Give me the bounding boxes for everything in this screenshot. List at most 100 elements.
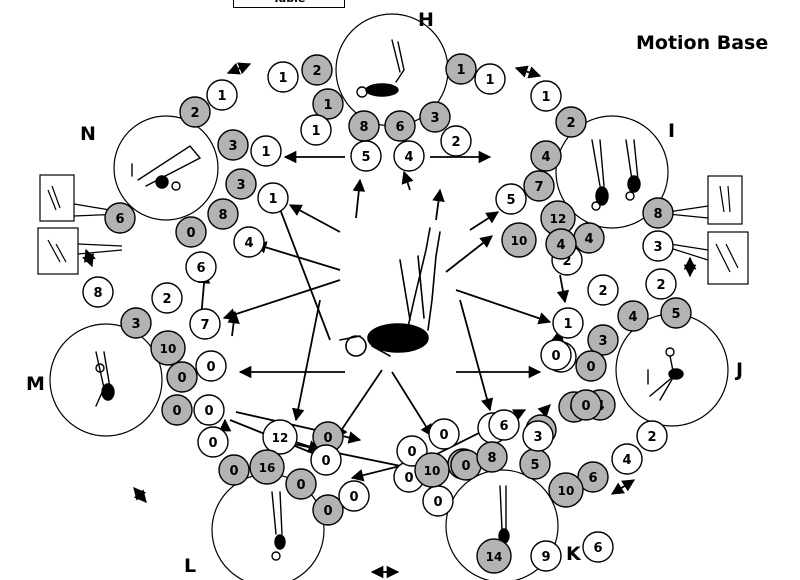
number-node-value: 1 <box>268 192 277 207</box>
number-node-circle <box>179 96 211 128</box>
number-node-circle <box>338 480 370 512</box>
pose-figure-n <box>131 145 202 191</box>
number-node-circle <box>522 420 554 452</box>
number-node: 0 <box>197 426 229 458</box>
number-node-circle <box>419 101 451 133</box>
number-node-value: 8 <box>653 207 662 222</box>
number-node: 4 <box>573 222 605 254</box>
number-node: 0 <box>422 485 454 517</box>
number-node: 6 <box>582 531 614 563</box>
number-node-value: 1 <box>563 317 572 332</box>
number-node: 8 <box>348 110 380 142</box>
number-node-circle <box>104 202 136 234</box>
number-node: 5 <box>495 183 527 215</box>
number-node-value: 1 <box>485 73 494 88</box>
number-node-circle <box>217 129 249 161</box>
pose-figure-h <box>356 39 405 98</box>
number-node: 1 <box>530 80 562 112</box>
number-node: 4 <box>393 140 425 172</box>
number-node: 6 <box>384 110 416 142</box>
number-node-circle <box>645 268 677 300</box>
number-node-circle <box>393 140 425 172</box>
transition-arrow <box>469 211 500 231</box>
number-node-circle <box>120 307 152 339</box>
number-node-value: 1 <box>261 145 270 160</box>
pose-label-h: H <box>418 9 434 31</box>
number-node: 0 <box>338 480 370 512</box>
number-node-circle <box>300 114 332 146</box>
number-node-value: 1 <box>541 90 550 105</box>
number-node: 0 <box>175 216 207 248</box>
transition-arrow <box>537 404 551 418</box>
number-node-circle <box>617 300 649 332</box>
pose-label-k: K <box>566 543 582 565</box>
number-node: 2 <box>636 420 668 452</box>
number-nodes: 1211124712483254300042461069140000080621… <box>82 53 692 574</box>
pose-labels: H I J K L M N <box>26 9 743 577</box>
number-node-value: 3 <box>430 111 439 126</box>
number-node: 5 <box>519 448 551 480</box>
number-node: 4 <box>233 226 265 258</box>
number-node-circle <box>310 444 342 476</box>
number-node-circle <box>523 170 555 202</box>
number-node: 3 <box>522 420 554 452</box>
number-node: 1 <box>445 53 477 85</box>
number-node: 1 <box>552 307 584 339</box>
number-node: 7 <box>189 308 221 340</box>
pose-circle-i <box>555 115 669 229</box>
pose-circle-m <box>49 323 163 437</box>
pose-label-i: I <box>668 120 675 142</box>
number-node-value: 0 <box>581 399 590 414</box>
number-node: 1 <box>206 79 238 111</box>
number-node-value: 0 <box>323 431 332 446</box>
transition-arrow <box>352 178 366 219</box>
number-node: 4 <box>545 228 577 260</box>
number-node-value: 7 <box>200 318 209 333</box>
number-node: 2 <box>440 125 472 157</box>
inset-box-i-8 <box>707 175 743 225</box>
number-node-value: 6 <box>593 541 602 556</box>
inset-box-i-3 <box>707 231 749 285</box>
number-node-value: 8 <box>359 120 368 135</box>
number-node-circle <box>445 53 477 85</box>
number-node-circle <box>166 361 198 393</box>
number-node: 0 <box>540 339 572 371</box>
number-node: 5 <box>660 297 692 329</box>
number-node: 10 <box>150 330 186 366</box>
number-node-value: 0 <box>229 464 238 479</box>
number-node-value: 0 <box>323 504 332 519</box>
transition-arrow <box>273 194 331 341</box>
bidirectional-arrow <box>133 487 147 503</box>
number-node: 1 <box>257 182 289 214</box>
pose-label-l: L <box>184 555 196 577</box>
number-node-circle <box>285 468 317 500</box>
number-node: 12 <box>262 419 298 455</box>
number-node-value: 6 <box>588 471 597 486</box>
number-node: 5 <box>350 140 382 172</box>
pose-figure-i <box>591 139 641 211</box>
number-node-value: 0 <box>461 459 470 474</box>
number-node: 16 <box>249 449 285 485</box>
number-node-value: 4 <box>404 150 413 165</box>
number-node: 0 <box>161 394 193 426</box>
number-node-circle <box>189 308 221 340</box>
pose-figure-l <box>271 491 286 561</box>
number-node-value: 4 <box>556 238 565 253</box>
number-node-value: 1 <box>456 63 465 78</box>
number-node: 4 <box>611 443 643 475</box>
number-node-circle <box>175 216 207 248</box>
number-node-circle <box>262 419 298 455</box>
number-node-circle <box>414 452 450 488</box>
number-node: 0 <box>575 350 607 382</box>
number-node-circle <box>575 350 607 382</box>
inset-box-n-6 <box>39 174 75 222</box>
number-node-circle <box>642 230 674 262</box>
number-node-circle <box>570 389 602 421</box>
number-node: 1 <box>300 114 332 146</box>
number-node-value: 3 <box>236 178 245 193</box>
number-node: 8 <box>476 441 508 473</box>
number-node-value: 0 <box>206 360 215 375</box>
transition-arrow <box>556 274 570 304</box>
number-node-circle <box>267 61 299 93</box>
number-node-circle <box>225 168 257 200</box>
